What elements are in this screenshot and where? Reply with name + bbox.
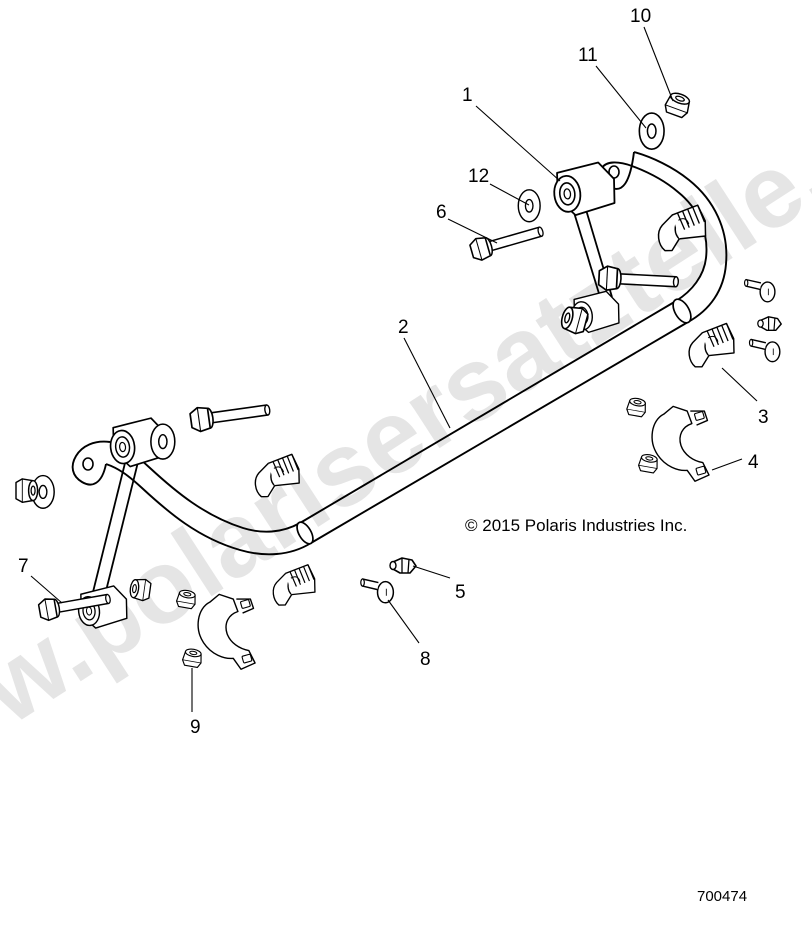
leader-line-4 [711,458,743,471]
bracket-u-right-graphic [651,405,710,482]
grease-fitting-graphic [389,557,417,574]
bushing-rubber-right-graphic [684,321,738,370]
leader-line-10 [643,26,674,102]
nut-far-left-graphic [15,478,39,504]
leader-lines [30,26,758,712]
link-rod-left-graphic [92,454,140,596]
leader-line-7 [30,575,63,604]
bushing-rubber-bottom-graphic [269,563,319,608]
callout-3: 3 [758,407,769,428]
grease-fitting-right-graphic [756,315,783,332]
bushing-rubber-left-graphic [251,452,303,499]
nut-bracket-right-lower-graphic [637,452,660,475]
copyright-notice: © 2015 Polaris Industries Inc. [465,516,688,535]
rivet-right-lower-graphic [748,338,781,363]
bracket-u-left-graphic [197,593,256,670]
callout-5: 5 [455,582,466,603]
leader-line-6 [447,218,498,244]
bolt-through-link-right-graphic [597,264,680,295]
callout-11: 11 [578,45,598,66]
nut-bracket-left-lower-graphic [181,647,204,669]
callout-2: 2 [398,317,409,338]
leader-line-8 [387,599,420,644]
stabilizer-bar-graphic [71,151,728,556]
leader-line-1 [475,105,561,182]
callout-9: 9 [190,717,201,738]
bolt-upper-left-graphic [188,396,273,434]
leader-line-12 [489,183,530,206]
washer-upper-right-graphic [638,112,665,151]
leader-line-2 [403,337,451,429]
callout-7: 7 [18,556,29,577]
bolt-link-graphic [467,219,547,263]
nut-bracket-right-upper-graphic [625,396,649,418]
nut-mid-left-graphic [128,576,153,603]
rivet-pin-graphic [360,578,395,604]
washer-link-graphic [517,189,541,223]
part-number-label: 700474 [697,888,748,905]
callout-12: 12 [468,166,490,187]
washer-upper-left-graphic [150,423,176,460]
callout-6: 6 [436,202,447,223]
callout-8: 8 [420,649,431,670]
callout-4: 4 [748,452,759,473]
nut-upper-right-graphic [662,89,694,120]
bushing-rubber-upper-right-graphic [654,203,710,253]
callout-10: 10 [630,6,652,27]
leader-line-11 [595,65,647,129]
callout-1: 1 [462,85,473,106]
leader-line-3 [721,367,758,402]
leader-line-5 [412,565,451,579]
nut-bracket-left-upper-graphic [175,588,198,610]
rivet-right-upper-graphic [743,278,776,303]
